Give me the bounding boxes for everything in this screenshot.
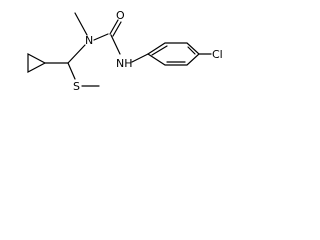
bond-n-carbonyl [93, 33, 109, 41]
bond-carbonyl-double-2 [112, 21, 122, 37]
atom-o-carbonyl: O [116, 9, 125, 22]
bond-carbonyl-double-1 [109, 19, 119, 35]
phenyl-double-1 [151, 45, 168, 56]
atom-cl: Cl [212, 48, 223, 61]
bond-n-ch [67, 44, 86, 64]
atom-s-thio: S [73, 80, 80, 93]
atom-n-amide: N [85, 34, 93, 47]
structure-canvas: N O NH S Cl [0, 0, 253, 103]
atom-nh: NH [116, 57, 133, 70]
molecule-drawing: N O NH S Cl [27, 9, 223, 93]
bond-carbonyl-nh [110, 34, 121, 55]
phenyl-double-2 [187, 46, 196, 55]
bond-n-methyl [74, 12, 88, 36]
bond-nh-phenyl [131, 53, 149, 63]
cyclopropyl-ring [27, 53, 47, 73]
bond-ch-s [67, 62, 76, 80]
